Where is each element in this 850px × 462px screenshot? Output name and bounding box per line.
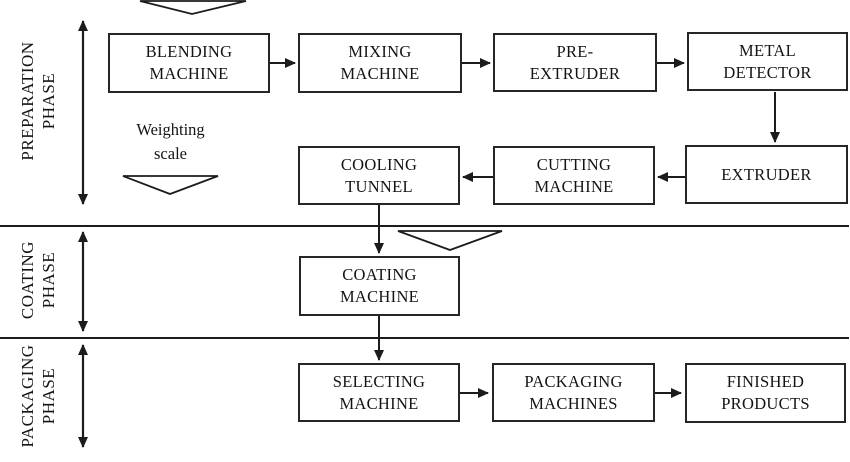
- box-label: MIXING MACHINE: [340, 42, 420, 83]
- box-label: METAL DETECTOR: [723, 40, 812, 82]
- box-pre-extruder: PRE- EXTRUDER: [493, 33, 657, 92]
- box-label: COOLING TUNNEL: [340, 154, 418, 196]
- box-blending-machine: BLENDING MACHINE: [108, 33, 270, 93]
- box-label: EXTRUDER: [721, 164, 812, 184]
- box-metal-detector: METAL DETECTOR: [687, 32, 848, 91]
- box-extruder: EXTRUDER: [685, 145, 848, 204]
- box-selecting-machine: SELECTING MACHINE: [298, 363, 460, 422]
- box-finished-products: FINISHED PRODUCTS: [685, 363, 846, 423]
- box-label: SELECTING MACHINE: [332, 371, 426, 413]
- phase-label-text: COATING PHASE: [17, 240, 58, 320]
- box-coating-machine: COATING MACHINE: [299, 256, 460, 316]
- box-label: COATING MACHINE: [339, 265, 420, 306]
- phase-label-text: PACKAGING PHASE: [17, 344, 58, 448]
- box-label: CUTTING MACHINE: [534, 154, 614, 196]
- box-mixing-machine: MIXING MACHINE: [298, 33, 462, 93]
- box-cooling-tunnel: COOLING TUNNEL: [298, 146, 460, 205]
- weighting-scale-icon: [122, 175, 219, 195]
- box-cutting-machine: CUTTING MACHINE: [493, 146, 655, 205]
- phase-label-preparation: PREPARATION PHASE: [0, 1, 77, 201]
- weighting-scale-icon-top: [139, 0, 247, 15]
- box-label: PRE- EXTRUDER: [529, 41, 621, 83]
- box-packaging-machines: PACKAGING MACHINES: [492, 363, 655, 422]
- box-label: PACKAGING MACHINES: [524, 371, 623, 413]
- weighting-scale-icon-coating: [397, 230, 503, 251]
- phase-label-packaging: PACKAGING PHASE: [0, 311, 77, 462]
- phase-label-text: PREPARATION PHASE: [17, 41, 58, 161]
- box-label: FINISHED PRODUCTS: [721, 372, 810, 413]
- weighting-scale-caption: Weighting scale: [136, 120, 205, 163]
- box-label: BLENDING MACHINE: [145, 42, 233, 83]
